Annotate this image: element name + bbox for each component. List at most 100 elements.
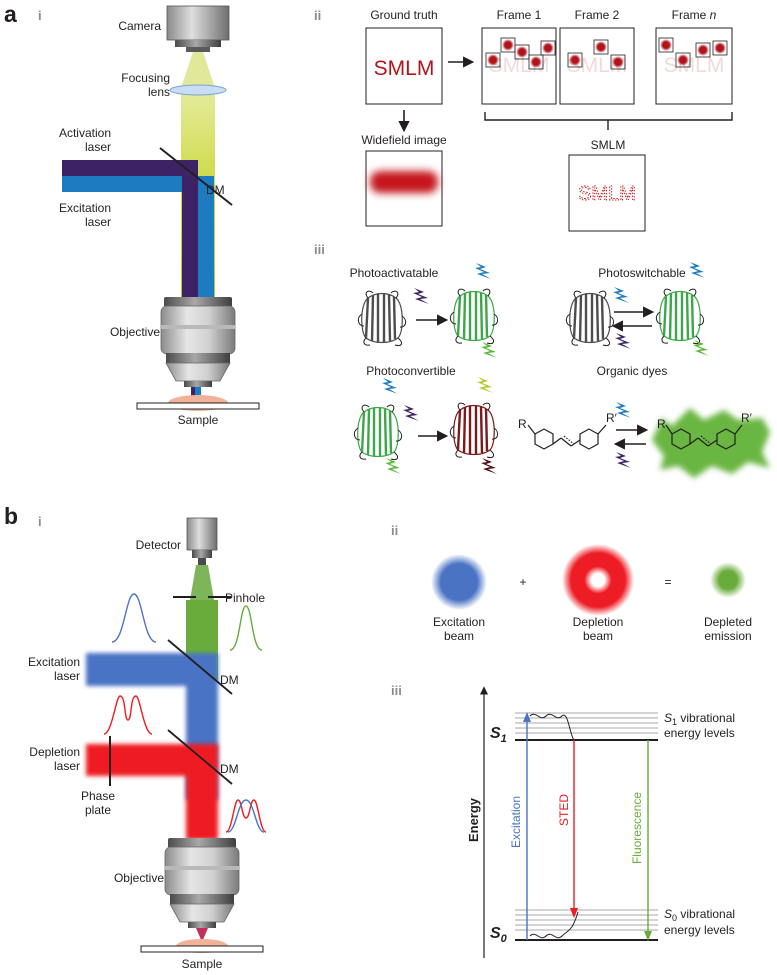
smlm-reconstruction: SMLM [578,183,636,205]
phase-plate-label-1: Phase [81,789,115,803]
convert-green-icon [353,403,403,461]
dichroic-mirror [159,147,233,206]
smlm-result-box [568,154,646,232]
roman-b-iii: iii [391,683,402,698]
frame-n-faint-text: SMLM [664,54,725,77]
dye-on-r-label: R [657,417,666,431]
ground-truth-box [365,27,443,105]
dm-lower-label: DM [220,762,239,776]
excitation-beam-label-1: Excitation [433,615,485,629]
energy-axis-label: Energy [466,797,481,842]
sted-objective-label: Objective [114,871,164,885]
dye-on-structure [665,424,743,450]
smlm-result-label: SMLM [591,138,626,152]
emitter-spot [487,54,499,66]
excitation-laser-beam [62,176,214,300]
emitter-spot [569,54,581,66]
convert-red-icon [449,401,499,459]
emitter-spot [516,46,528,58]
dm-upper [167,639,233,695]
frame-1-label: Frame 1 [497,8,542,22]
panel-a-letter: a [4,1,17,27]
dye-on-rprime-label: R′ [741,411,753,425]
roman-b-ii: ii [391,523,398,538]
sted-objective-icon [164,837,240,929]
dye-off-structure [527,424,607,450]
plus-sign: + [519,575,526,589]
dm-upper-label: DM [220,673,239,687]
panel-b-i: i Detector Pinhole DM DM Phase plate Exc… [28,514,267,971]
sted-sample-label: Sample [182,957,223,971]
sted-coverslip [140,945,264,953]
emitter-box [567,52,583,68]
emitter-spot [595,41,607,53]
emitter-spot [697,44,709,56]
s1-relaxation [529,713,575,741]
fluorescence-transition-label: Fluorescence [630,792,644,864]
s1-label: S1 [490,725,507,745]
excitation-laser-label-1: Excitation [59,201,111,215]
sted-excitation-label-1: Excitation [28,655,80,669]
emitter-box [695,42,711,58]
frames-bracket [484,112,733,121]
objective-icon [160,296,236,388]
dm-lower [167,729,233,785]
emitter-box [675,52,691,68]
emission-cone-b [190,565,214,600]
emitter-box [712,40,728,56]
s0-vibrational-label: S0 vibrational [664,907,735,923]
sted-excitation-label-2: laser [54,669,80,683]
emitter-spot [502,39,514,51]
roman-i: i [38,8,42,23]
s1-vibrational-label-2: energy levels [664,726,735,740]
dye-glow [652,408,770,478]
photoactivatable-label: Photoactivatable [350,266,439,280]
dye-r-label: R [518,417,527,431]
depletion-beam-donut [562,544,634,616]
panel-a-iii: iii Photoactivatable Photoswitchable Pho… [314,242,770,478]
excitation-beam-spot [431,554,487,610]
camera-icon [166,5,230,52]
roman-iii: iii [314,242,325,257]
donut-profile [103,695,153,735]
excitation-transition-label: Excitation [509,796,523,848]
emitter-spot [542,42,554,54]
s0-label: S0 [490,925,508,945]
depleted-emission-label-2: emission [704,629,751,643]
protein-on-icon [449,287,499,345]
emitter-box [658,37,674,53]
protein-off-icon [357,289,407,347]
excitation-profile [111,593,157,643]
focusing-lens-icon [169,84,227,96]
depletion-beam-label-2: beam [583,629,613,643]
depleted-emission-label-1: Depleted [704,615,752,629]
activation-laser-label-1: Activation [59,126,111,140]
sted-transition-label: STED [557,794,571,826]
emitter-box [610,54,626,70]
frame-2-label: Frame 2 [575,8,620,22]
emitter-box [485,52,501,68]
pinhole-label: Pinhole [225,591,265,605]
ground-truth-label: Ground truth [370,8,437,22]
widefield-blur [370,171,438,193]
depleted-emission-spot [710,562,746,598]
emitter-box [514,44,530,60]
switch-on-icon [655,287,705,345]
combined-excitation-profile [227,799,265,833]
focusing-lens-label-2: lens [148,85,170,99]
emitter-spot [714,42,726,54]
s1-vibrational-label: S1 vibrational [664,711,735,727]
emitter-box [593,39,609,55]
phase-plate-label-2: plate [85,803,111,817]
emitter-box [540,40,556,56]
sted-depletion-label-2: laser [54,759,80,773]
detector-label: Detector [136,538,181,552]
widefield-image-label: Widefield image [361,133,447,147]
emitter-spot [660,39,672,51]
coverslip [136,402,260,410]
photoswitchable-label: Photoswitchable [598,266,686,280]
bolt-excitation-icon [475,263,491,279]
emitter-spot [530,56,542,68]
emission-cone [181,52,215,88]
